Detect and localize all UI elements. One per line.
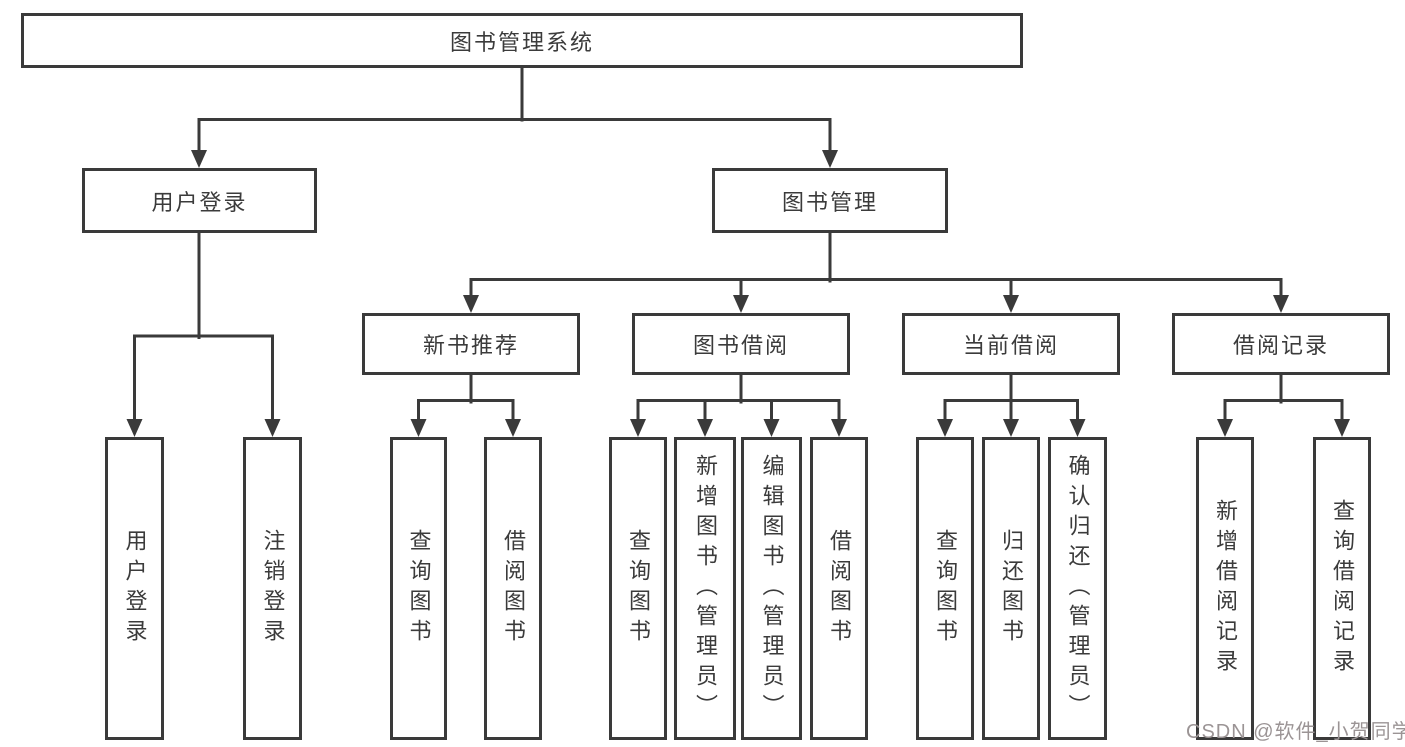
leaf-borrow-borrow-label: 借阅图书 — [827, 528, 852, 649]
leaf-borrow-borrow: 借阅图书 — [810, 437, 868, 740]
leaf-borrow-add-admin: 新增图书（管理员） — [674, 437, 736, 740]
node-borrow-records-label: 借阅记录 — [1232, 333, 1329, 358]
leaf-records-query: 查询借阅记录 — [1313, 437, 1371, 740]
leaf-current-confirm-admin: 确认归还（管理员） — [1048, 437, 1107, 740]
leaf-newbooks-query-label: 查询图书 — [406, 528, 432, 649]
leaf-borrow-edit-admin-label: 编辑图书（管理员） — [759, 453, 785, 724]
leaf-current-confirm-admin-label: 确认归还（管理员） — [1065, 453, 1091, 724]
leaf-newbooks-query: 查询图书 — [390, 437, 447, 740]
leaf-current-query-label: 查询图书 — [933, 528, 958, 649]
node-book-borrow: 图书借阅 — [632, 313, 850, 375]
leaf-logout: 注销登录 — [243, 437, 302, 740]
leaf-records-query-label: 查询借阅记录 — [1330, 498, 1355, 679]
leaf-user-login-label: 用户登录 — [122, 528, 148, 649]
node-user-login-label: 用户登录 — [151, 189, 248, 215]
node-book-borrow-label: 图书借阅 — [692, 333, 789, 358]
leaf-current-return: 归还图书 — [982, 437, 1040, 740]
leaf-borrow-edit-admin: 编辑图书（管理员） — [741, 437, 802, 740]
leaf-borrow-add-admin-label: 新增图书（管理员） — [693, 453, 718, 724]
leaf-user-login: 用户登录 — [105, 437, 164, 740]
node-new-book-recommend: 新书推荐 — [362, 313, 580, 375]
node-current-borrow: 当前借阅 — [902, 313, 1120, 375]
node-book-management: 图书管理 — [712, 168, 948, 233]
node-current-borrow-label: 当前借阅 — [962, 333, 1059, 358]
node-new-book-recommend-label: 新书推荐 — [422, 333, 519, 358]
leaf-newbooks-borrow-label: 借阅图书 — [501, 528, 526, 649]
leaf-borrow-query-label: 查询图书 — [626, 528, 651, 649]
leaf-current-return-label: 归还图书 — [999, 528, 1024, 649]
node-book-management-label: 图书管理 — [781, 189, 878, 215]
leaf-current-query: 查询图书 — [916, 437, 974, 740]
leaf-borrow-query: 查询图书 — [609, 437, 667, 740]
leaf-newbooks-borrow: 借阅图书 — [484, 437, 542, 740]
leaf-records-add: 新增借阅记录 — [1196, 437, 1254, 740]
leaf-logout-label: 注销登录 — [260, 528, 286, 649]
node-borrow-records: 借阅记录 — [1172, 313, 1390, 375]
watermark: CSDN @软件_小贺同学 — [1186, 721, 1405, 743]
arrow-down-icons — [126, 150, 1350, 437]
leaf-records-add-label: 新增借阅记录 — [1213, 498, 1238, 679]
node-root-label: 图书管理系统 — [449, 29, 594, 55]
node-user-login: 用户登录 — [82, 168, 317, 233]
node-root: 图书管理系统 — [21, 13, 1023, 68]
